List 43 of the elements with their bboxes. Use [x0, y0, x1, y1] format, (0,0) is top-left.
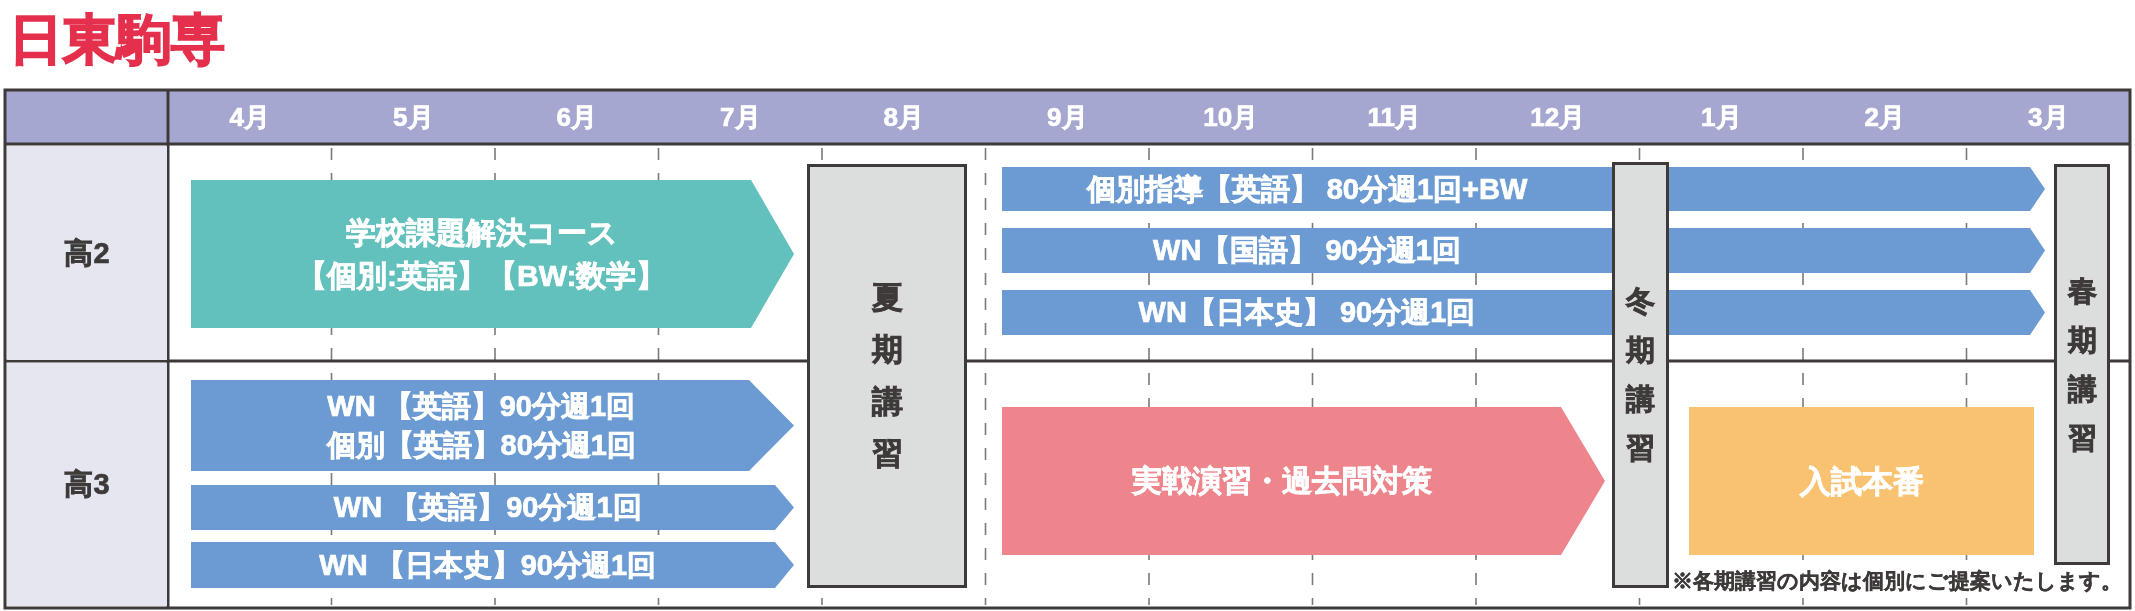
page-title: 日東駒専 [9, 12, 225, 66]
course-bar [1002, 407, 1605, 555]
course-text: WN 【日本史】90分週1回 [319, 547, 657, 583]
course-text: WN 【英語】90分週1回 [327, 388, 636, 424]
grade-label: 高2 [64, 235, 110, 271]
course-text: 【個別:英語】【BW:数学】 [297, 258, 667, 294]
course-text: WN【日本史】 90分週1回 [1138, 295, 1476, 330]
month-label: 5月 [393, 104, 434, 130]
month-label: 2月 [1864, 104, 1906, 130]
grade-cell [7, 363, 167, 606]
course-bar [191, 485, 794, 530]
month-label: 11月 [1367, 104, 1422, 130]
month-label: 8月 [883, 104, 925, 130]
course-bar [1002, 167, 2045, 211]
course-bar [1002, 228, 2045, 273]
footnote: ※各期講習の内容は個別にご提案いたします。 [1672, 571, 2122, 592]
month-label: 7月 [720, 104, 761, 130]
grade-cell [7, 146, 167, 360]
month-label: 6月 [556, 104, 598, 130]
month-label: 9月 [1047, 104, 1088, 130]
session-label: 冬期講習 [1625, 284, 1656, 466]
session-box [1612, 162, 1669, 588]
course-text: WN 【英語】90分週1回 [333, 490, 642, 525]
session-box [807, 164, 967, 588]
course-text: 個別【英語】80分週1回 [326, 427, 636, 463]
month-label: 1月 [1701, 104, 1742, 130]
grade-label: 高3 [64, 467, 110, 502]
course-text: 学校課題解決コース [345, 215, 618, 251]
month-label: 10月 [1203, 104, 1259, 130]
session-label: 夏期講習 [870, 279, 904, 473]
course-bar [191, 380, 794, 471]
course-text: 実戦演習・過去問対策 [1131, 463, 1432, 499]
month-label: 12月 [1530, 104, 1586, 130]
exam-box [1689, 407, 2034, 555]
course-bar [191, 180, 794, 328]
course-text: 個別指導【英語】 80分週1回+BW [1086, 171, 1528, 207]
course-bar [191, 542, 794, 588]
session-label: 春期講習 [2066, 273, 2098, 456]
course-text: WN【国語】 90分週1回 [1153, 233, 1461, 268]
session-box [2054, 164, 2110, 565]
month-label: 3月 [2028, 104, 2069, 130]
month-label: 4月 [229, 104, 271, 130]
exam-label: 入試本番 [1799, 462, 1924, 500]
